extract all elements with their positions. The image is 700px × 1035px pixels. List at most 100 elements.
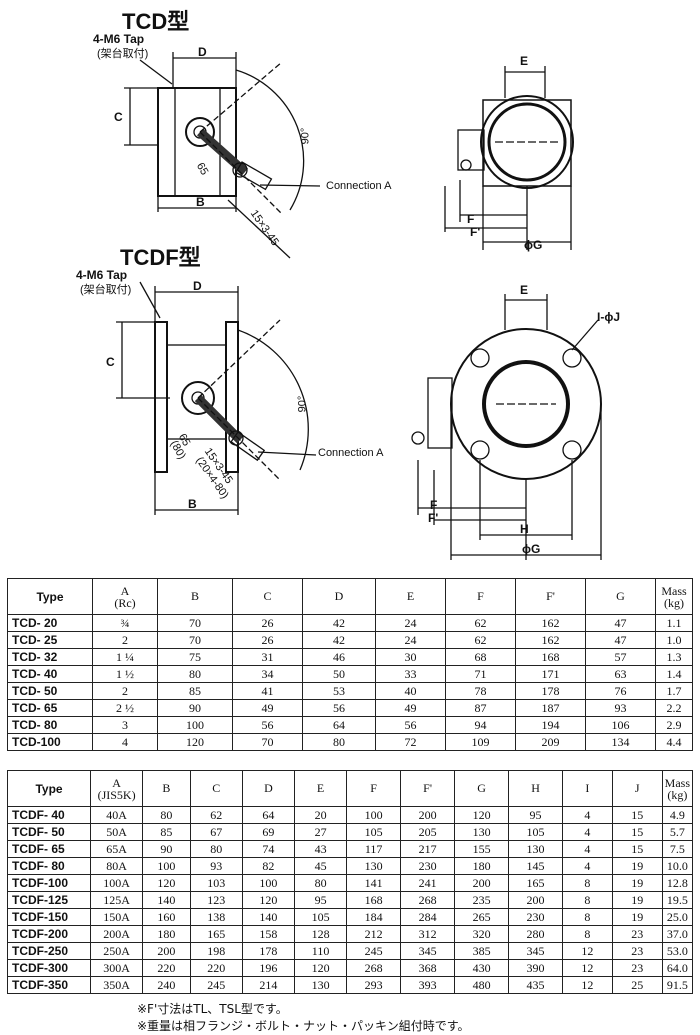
table-cell: 130: [454, 823, 510, 841]
table-cell: 40A: [90, 806, 144, 824]
table-cell: 70: [157, 631, 233, 649]
note-1: ※F'寸法はTL、TSL型です。: [137, 1002, 288, 1016]
table-cell: TCDF- 65: [6, 840, 92, 858]
table-cell: 71: [445, 665, 516, 683]
table-cell: 1.4: [655, 665, 693, 683]
table-cell: 95: [508, 806, 564, 824]
table-cell: 80A: [90, 857, 144, 875]
table-cell: 64: [241, 806, 296, 824]
col-type: Type: [6, 770, 92, 807]
table-cell: 85: [142, 823, 191, 841]
table-cell: 145: [508, 857, 564, 875]
table-cell: 1 ½: [92, 665, 158, 683]
tcd-dim-g: ϕG: [524, 238, 543, 252]
table-cell: 110: [293, 942, 348, 960]
table-cell: 250A: [90, 942, 144, 960]
col-i: I: [562, 770, 613, 807]
tcdf-angle: 90°: [296, 395, 309, 413]
table-cell: 25: [611, 976, 663, 994]
table-cell: 62: [445, 631, 516, 649]
table-cell: 220: [142, 959, 191, 977]
table-cell: 10.0: [661, 857, 694, 875]
table-cell: 93: [189, 857, 243, 875]
tcdf-dim-d: D: [193, 279, 202, 293]
table-cell: 241: [400, 874, 456, 892]
table-cell: 194: [515, 716, 586, 734]
table-cell: 8: [562, 908, 613, 926]
table-cell: 168: [346, 891, 402, 909]
table-cell: 200A: [90, 925, 144, 943]
table-cell: 105: [293, 908, 348, 926]
note-2: ※重量は相フランジ・ボルト・ナット・パッキン組付時です。: [137, 1019, 470, 1033]
table-cell: 345: [400, 942, 456, 960]
table-cell: 15: [611, 823, 663, 841]
table-cell: 214: [241, 976, 296, 994]
table-cell: 120: [454, 806, 510, 824]
table-cell: 4: [562, 806, 613, 824]
tcdf-tap-label: 4-M6 Tap: [76, 268, 128, 282]
table-cell: 12: [562, 976, 613, 994]
table-cell: 56: [232, 716, 303, 734]
table-cell: 47: [585, 614, 656, 632]
table-cell: 345: [508, 942, 564, 960]
table-cell: 82: [241, 857, 296, 875]
table-cell: 7.5: [661, 840, 694, 858]
table-cell: 140: [241, 908, 296, 926]
table-cell: 26: [232, 631, 303, 649]
tcd-dim-b: B: [196, 195, 205, 209]
table-cell: 80: [142, 806, 191, 824]
table-cell: 90: [157, 699, 233, 717]
col-c: C: [189, 770, 243, 807]
table-cell: TCDF-150: [6, 908, 92, 926]
col-j: J: [611, 770, 663, 807]
tcdf-title: TCDF型: [120, 245, 201, 270]
table-cell: 62: [189, 806, 243, 824]
table-cell: 20: [293, 806, 348, 824]
table-cell: 56: [302, 699, 376, 717]
table-cell: 312: [400, 925, 456, 943]
table-cell: 2.9: [655, 716, 693, 734]
table-cell: 480: [454, 976, 510, 994]
col-fp: F': [515, 578, 586, 615]
table-cell: 53: [302, 682, 376, 700]
drawings: [116, 52, 602, 560]
table-cell: 23: [611, 925, 663, 943]
table-cell: 1.3: [655, 648, 693, 666]
table-cell: 205: [400, 823, 456, 841]
table-cell: 4: [92, 733, 158, 751]
table-cell: 74: [241, 840, 296, 858]
tcd-front-view: [124, 52, 321, 259]
table-cell: 390: [508, 959, 564, 977]
table-cell: 128: [293, 925, 348, 943]
table-cell: 120: [241, 891, 296, 909]
table-cell: 19: [611, 874, 663, 892]
table-cell: 368: [400, 959, 456, 977]
table-cell: 265: [454, 908, 510, 926]
table-cell: 40: [375, 682, 446, 700]
table-cell: 100A: [90, 874, 144, 892]
table-cell: TCD- 40: [7, 665, 93, 683]
table-cell: 3: [92, 716, 158, 734]
table-cell: 1.7: [655, 682, 693, 700]
table-cell: 150A: [90, 908, 144, 926]
table-cell: 90: [142, 840, 191, 858]
table-header-row: Type A(JIS5K) B C D E F F' G H I J Mass(…: [6, 770, 694, 807]
table-cell: 23: [611, 959, 663, 977]
table-cell: TCD- 32: [7, 648, 93, 666]
table-cell: 171: [515, 665, 586, 683]
tcd-tap-sub: (架台取付): [97, 48, 149, 60]
tcdf-dim-e: E: [520, 283, 529, 297]
table-cell: 42: [302, 631, 376, 649]
table-cell: TCDF- 80: [6, 857, 92, 875]
table-cell: 24: [375, 631, 446, 649]
